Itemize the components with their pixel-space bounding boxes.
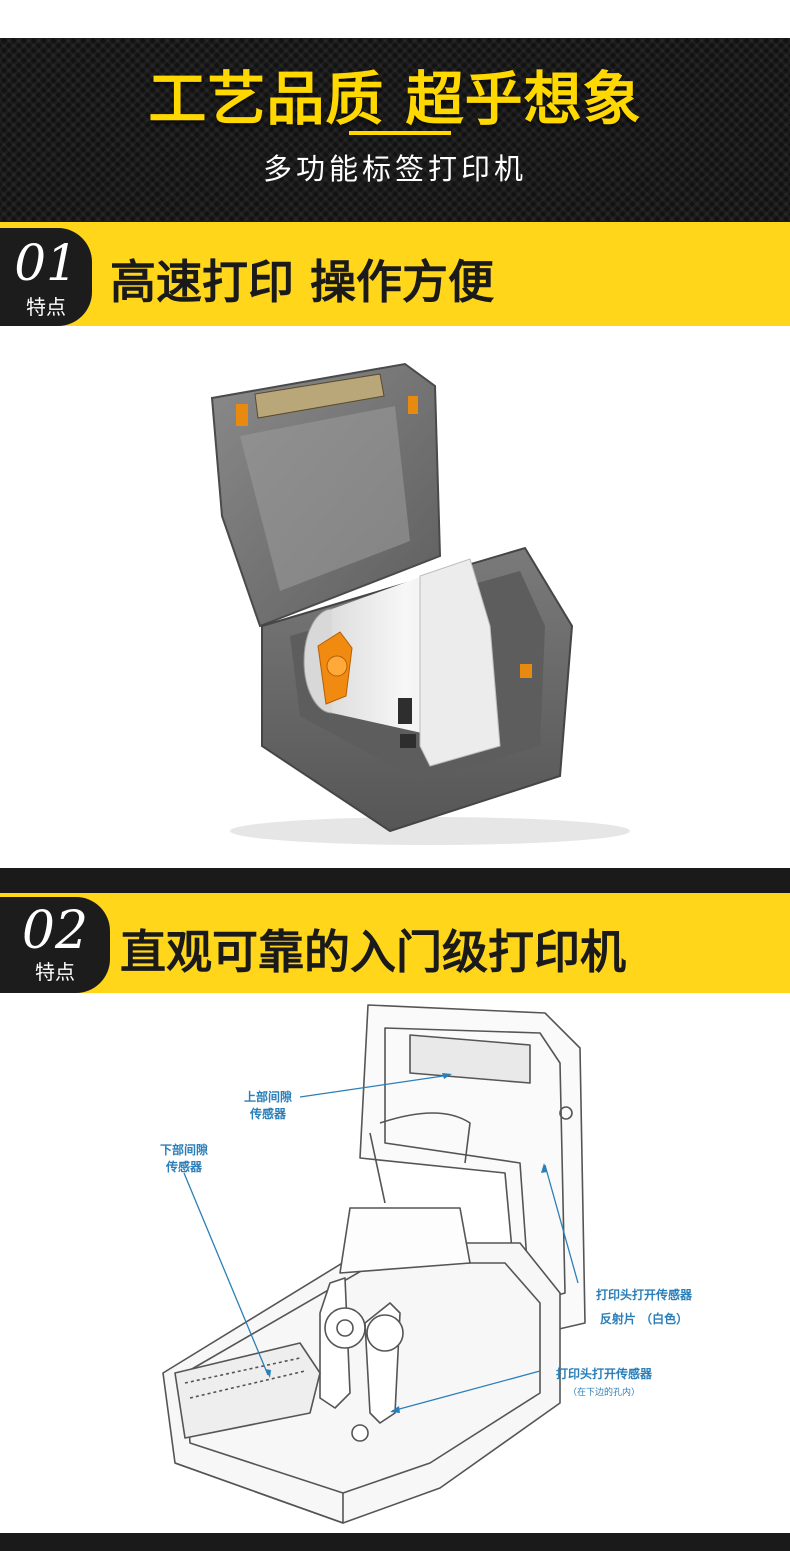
- feature-number: 02: [21, 901, 89, 961]
- feature-banner-01: 01 特点: [0, 222, 790, 326]
- callout-line: （在下边的孔内）: [567, 1388, 640, 1398]
- top-white-strip: [0, 0, 790, 38]
- hero-header: 工艺品质 超乎想象 多功能标签打印机: [0, 0, 790, 222]
- hero-divider: [349, 131, 451, 135]
- callout-head-open-sensor-hole: 打印头打开传感器 （在下边的孔内）: [542, 1366, 666, 1402]
- bottom-bar: [0, 1533, 790, 1551]
- feature-tag: 特点: [35, 960, 75, 984]
- hero-title: 工艺品质 超乎想象: [148, 65, 642, 133]
- product-photo: [0, 326, 790, 868]
- callout-line: 传感器: [249, 1107, 286, 1121]
- callout-line: 下部间隙: [159, 1143, 208, 1157]
- callout-lower-gap-sensor: 下部间隙 传感器: [151, 1142, 217, 1176]
- feature-number: 01: [14, 234, 78, 292]
- printer-illustration: [210, 362, 630, 845]
- section-divider: [0, 868, 790, 893]
- printer-sensor-diagram: 上部间隙 传感器 下部间隙 传感器 打印头打开传感器 反射片 （白色） 打印头打…: [0, 993, 790, 1533]
- hero-subtitle: 多功能标签打印机: [262, 152, 527, 186]
- callout-line: 打印头打开传感器: [555, 1367, 652, 1381]
- callout-upper-gap-sensor: 上部间隙 传感器: [236, 1089, 300, 1123]
- callout-line: 打印头打开传感器: [595, 1288, 692, 1302]
- callout-line: 反射片 （白色）: [599, 1312, 689, 1326]
- callout-line: 传感器: [165, 1160, 202, 1174]
- feature-banner-02: 02 特点: [0, 893, 790, 993]
- printer-line-drawing: [162, 1004, 586, 1524]
- feature-tag: 特点: [26, 295, 66, 319]
- feature-heading-02: 直观可靠的入门级打印机: [120, 925, 626, 979]
- feature-heading-01: 高速打印 操作方便: [110, 255, 495, 309]
- callout-line: 上部间隙: [243, 1090, 292, 1104]
- feature-badge: 01 特点: [0, 228, 92, 326]
- feature-badge: 02 特点: [0, 897, 110, 993]
- callout-head-open-sensor-reflector: 打印头打开传感器 反射片 （白色）: [582, 1283, 706, 1331]
